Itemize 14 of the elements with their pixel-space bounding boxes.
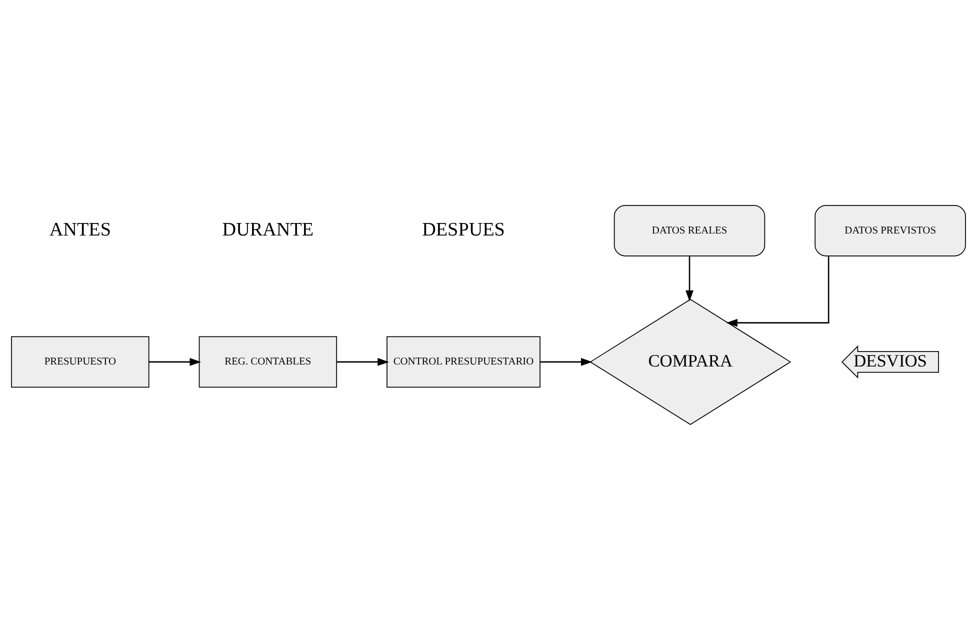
node-box: CONTROL PRESUPUESTARIO <box>386 336 540 388</box>
arrow <box>540 358 592 366</box>
label: ANTES <box>49 220 111 241</box>
arrow <box>149 358 202 366</box>
node-box: DATOS PREVISTOS <box>814 205 966 256</box>
node-box: PRESUPUESTO <box>11 336 150 388</box>
node-diamond: COMPARA <box>590 298 792 426</box>
label: DURANTE <box>222 220 314 241</box>
arrow <box>686 256 694 302</box>
arrow <box>726 256 830 327</box>
label: DESPUES <box>422 220 505 241</box>
node-box: DATOS REALES <box>614 205 766 256</box>
arrow <box>336 358 389 366</box>
node-box: REG. CONTABLES <box>198 336 338 388</box>
